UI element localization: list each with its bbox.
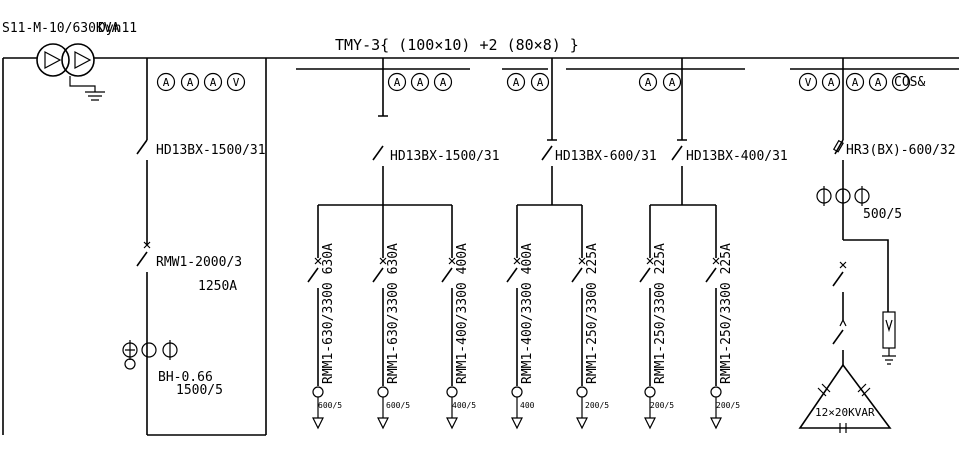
group1-switch-label: HD13BX-1500/31 xyxy=(390,149,500,164)
feeder-3: RMM1-400/3300 400A 400/5 xyxy=(441,205,476,430)
svg-text:A: A xyxy=(852,76,859,89)
capacitor-bank-label: 12×20KVAR xyxy=(815,406,875,419)
svg-text:A: A xyxy=(417,76,424,89)
surge-arrester-icon xyxy=(882,311,896,365)
group2-meters: A A xyxy=(506,72,550,92)
capacitor-ct-ratio: 500/5 xyxy=(863,207,902,222)
svg-text:A: A xyxy=(513,76,520,89)
feeder-4-ct-label: 400 xyxy=(520,401,535,410)
transformer-model: S11-M-10/630KVA xyxy=(2,21,120,36)
current-transformer-icon xyxy=(122,340,178,370)
feeder-5-breaker-label: RMM1-250/3300 225A xyxy=(585,243,600,384)
capacitor-bank-icon xyxy=(798,363,892,433)
feeder-6-ct-label: 200/5 xyxy=(650,401,674,410)
feeder-4: RMM1-400/3300 400A 400 xyxy=(506,205,535,430)
feeder-7-ct-label: 200/5 xyxy=(716,401,740,410)
svg-text:A: A xyxy=(537,76,544,89)
group3-switch-icon xyxy=(671,145,683,205)
cos-phi-label: COS& xyxy=(894,75,925,90)
incoming-meters: A A A V xyxy=(156,72,246,92)
feeder-1-ct-label: 600/5 xyxy=(318,401,342,410)
capacitor-meters: V A A A COS& xyxy=(798,72,925,92)
svg-text:A: A xyxy=(875,76,882,89)
svg-text:V: V xyxy=(805,76,812,89)
feeder-2-ct-label: 600/5 xyxy=(386,401,410,410)
fuse-switch-icon xyxy=(832,139,844,240)
capacitor-switch-icon xyxy=(832,261,847,365)
svg-text:A: A xyxy=(163,76,170,89)
svg-text:A: A xyxy=(210,76,217,89)
incoming-breaker-rating: 1250A xyxy=(198,279,237,294)
feeder-2: RMM1-630/3300 630A 600/5 xyxy=(372,205,410,430)
feeder-3-breaker-label: RMM1-400/3300 400A xyxy=(455,243,470,384)
feeder-6: RMM1-250/3300 225A 200/5 xyxy=(639,205,674,430)
group2-switch-label: HD13BX-600/31 xyxy=(555,149,657,164)
group3-switch-label: HD13BX-400/31 xyxy=(686,149,788,164)
group1-switch-icon xyxy=(372,145,384,205)
feeder-7-breaker-label: RMM1-250/3300 225A xyxy=(719,243,734,384)
svg-text:A: A xyxy=(187,76,194,89)
incoming-switch-label: HD13BX-1500/31 xyxy=(156,143,266,158)
incoming-switch-icon xyxy=(136,139,148,245)
svg-text:A: A xyxy=(394,76,401,89)
svg-text:V: V xyxy=(233,76,240,89)
feeder-1: RMM1-630/3300 630A 600/5 xyxy=(307,205,342,430)
group2-switch-icon xyxy=(541,145,553,205)
group1-meters: A A A xyxy=(387,72,453,92)
svg-text:A: A xyxy=(828,76,835,89)
feeder-1-breaker-label: RMM1-630/3300 630A xyxy=(321,243,336,384)
svg-text:A: A xyxy=(440,76,447,89)
incoming-ct-model: BH-0.66 xyxy=(158,370,213,385)
svg-text:A: A xyxy=(669,76,676,89)
group3-meters: A A xyxy=(638,72,682,92)
busbar-label: TMY-3{ (100×10) +2 (80×8) } xyxy=(335,36,579,54)
incoming-ct-ratio: 1500/5 xyxy=(176,383,223,398)
ground-icon xyxy=(69,76,105,101)
feeder-5-ct-label: 200/5 xyxy=(585,401,609,410)
feeder-6-breaker-label: RMM1-250/3300 225A xyxy=(653,243,668,384)
capacitor-ct-icon xyxy=(816,186,870,206)
feeder-3-ct-label: 400/5 xyxy=(452,401,476,410)
transformer-connection: Dyn11 xyxy=(98,21,137,36)
feeder-5: RMM1-250/3300 225A 200/5 xyxy=(571,205,609,430)
incoming-breaker-icon xyxy=(136,241,266,436)
feeder-4-breaker-label: RMM1-400/3300 400A xyxy=(520,243,535,384)
fuse-switch-label: HR3(BX)-600/32 xyxy=(846,143,956,158)
feeder-7: RMM1-250/3300 225A 200/5 xyxy=(705,205,740,430)
transformer-symbol xyxy=(36,43,95,77)
svg-text:A: A xyxy=(645,76,652,89)
feeder-2-breaker-label: RMM1-630/3300 630A xyxy=(386,243,401,384)
incoming-breaker-label: RMW1-2000/3 xyxy=(156,255,242,270)
